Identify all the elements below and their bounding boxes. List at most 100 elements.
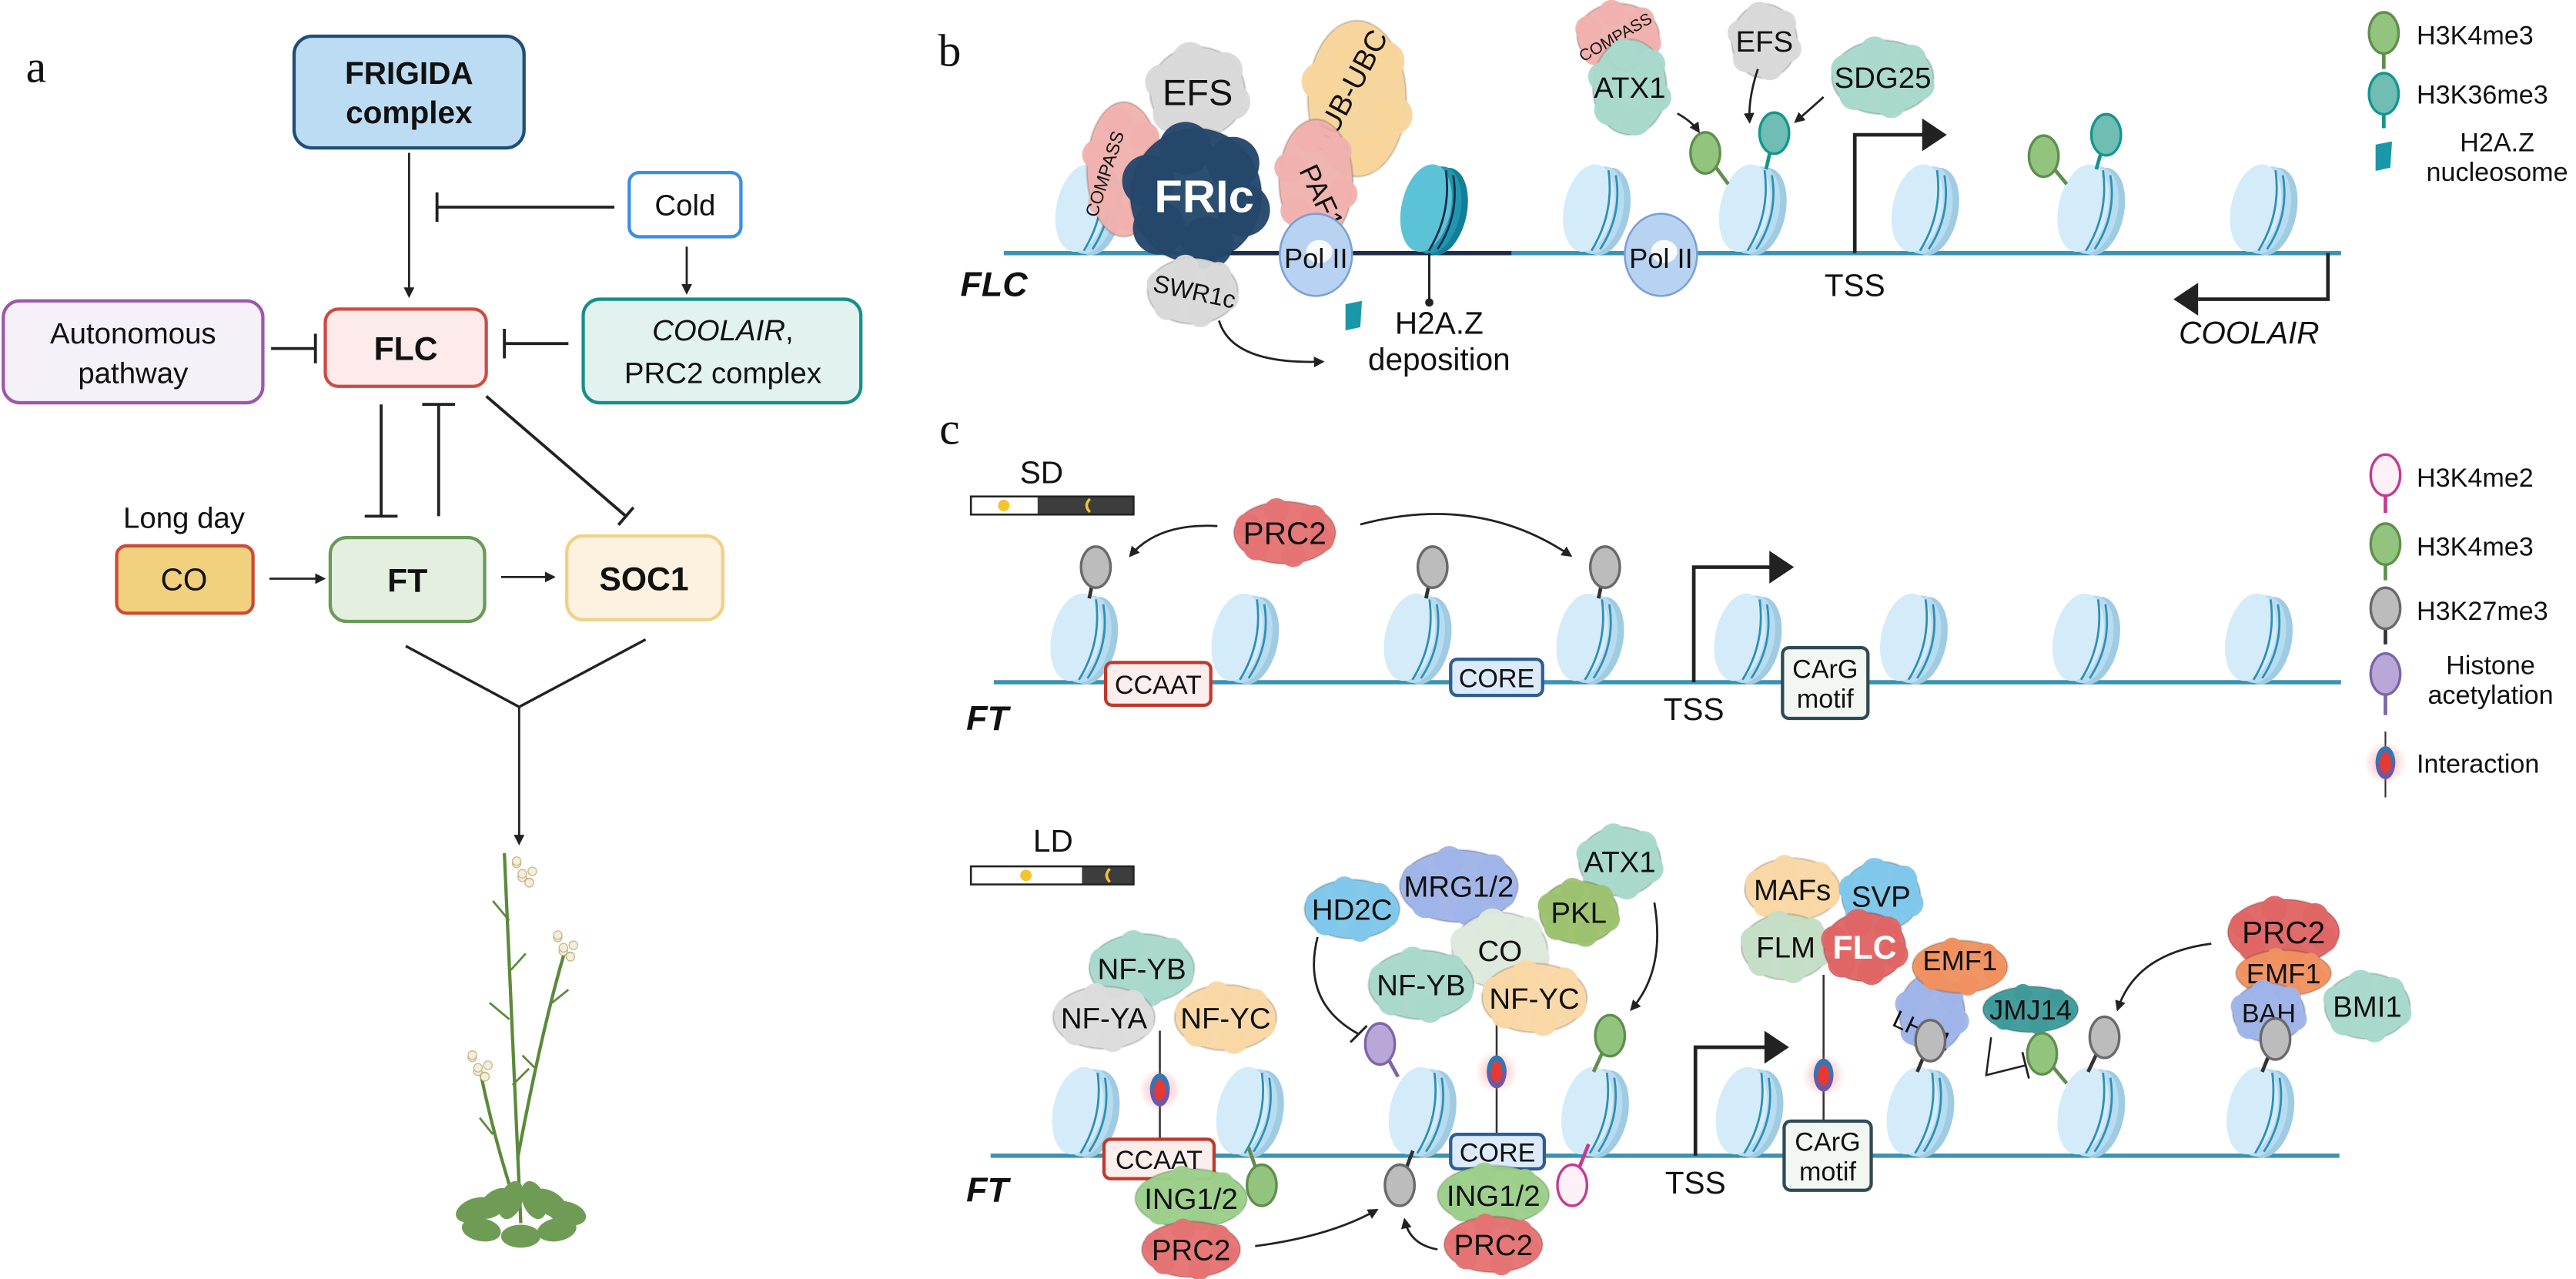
short-day-label: SD — [1020, 455, 1063, 491]
nucleosome — [2225, 593, 2293, 685]
plant-flower — [483, 1060, 493, 1070]
panel-label-c: c — [939, 403, 960, 454]
nucleosome — [1891, 164, 1959, 256]
autonomous-inhibits-flc — [271, 333, 317, 363]
mark-head — [1689, 131, 1721, 175]
protein-label: MRG1/2 — [1403, 871, 1514, 904]
plant-leaf — [489, 1002, 510, 1020]
protein-pol-ii: Pol II — [1624, 213, 1698, 297]
autonomous-label: Autonomous — [50, 317, 216, 350]
plant-stem — [478, 1068, 516, 1201]
protein-label: FRIc — [1154, 171, 1253, 223]
mark-head — [2259, 1016, 2292, 1061]
sdg25-arrow — [1794, 95, 1825, 123]
motif-label: CORE — [1459, 664, 1535, 693]
protein-efs: EFS — [1727, 2, 1802, 81]
ccaat-motif: CCAAT — [1104, 661, 1213, 708]
h3k4me3-mark — [2026, 1032, 2069, 1085]
h3k27me3-mark — [1383, 1150, 1417, 1207]
protein-label: SDG25 — [1835, 62, 1932, 95]
coolair-label: COOLAIR, — [652, 314, 794, 347]
frigida-label: complex — [346, 95, 473, 130]
mark-head — [1556, 1163, 1589, 1207]
rosette-leaf — [498, 1180, 524, 1220]
long-day-label: LD — [1033, 823, 1073, 859]
nucleosome — [1561, 1066, 1629, 1158]
mark-head — [2026, 1032, 2059, 1076]
nucleosome — [1714, 593, 1782, 685]
legend-label: H3K4me3 — [2417, 22, 2534, 51]
protein-nf-yb: NF-YB — [1367, 946, 1475, 1023]
tss-arrow — [1691, 551, 1795, 683]
gene-label-ft: FT — [966, 1171, 1011, 1210]
plant-leaf — [511, 1067, 530, 1086]
legend-label: H3K4me2 — [2417, 464, 2534, 493]
panel-label-b: b — [938, 25, 961, 75]
protein-nf-yb: NF-YB — [1088, 930, 1196, 1006]
cold-inhibits-frigida — [435, 192, 615, 223]
inhibition-bar — [617, 506, 635, 526]
nucleosome — [1050, 593, 1119, 685]
legend-label: H3K36me3 — [2417, 80, 2548, 109]
atx1-arrow — [1677, 112, 1701, 134]
protein-atx1: ATX1 — [1587, 38, 1671, 136]
h2az-icon — [1345, 300, 1363, 331]
plant-flower — [480, 1072, 490, 1082]
prc2-to-h3k27me3-arrow — [1400, 1217, 1438, 1251]
h3k27me3-mark — [1079, 545, 1112, 599]
flc-inhibits-soc1 — [485, 395, 635, 526]
protein-prc2: PRC2 — [1233, 497, 1337, 568]
protein-pkl: PKL — [1537, 878, 1621, 947]
co-box — [115, 544, 255, 615]
protein-label: ATX1 — [1594, 72, 1665, 105]
mark-head — [2369, 453, 2402, 497]
mark-head — [1594, 1013, 1627, 1058]
protein-label: NF-YC — [1489, 983, 1579, 1016]
protein-label: EMF1 — [1922, 945, 1997, 976]
tss-arrow — [1852, 118, 1947, 253]
rosette-leaf — [520, 1180, 547, 1220]
legend-c: H3K4me2H3K4me3H3K27me3Histoneacetylation… — [2417, 464, 2554, 778]
h3k27me3-mark — [2369, 586, 2402, 645]
h3k4me3-mark — [1689, 131, 1730, 186]
soc1-box — [565, 534, 725, 622]
atx1-arrow — [1630, 902, 1658, 1011]
prc2-to-h3k27me3-arrow — [2115, 943, 2212, 1012]
tss-label: TSS — [1665, 1165, 1726, 1200]
moon-icon — [1105, 868, 1111, 883]
mark-head — [1588, 545, 1621, 589]
protein-label: NF-YB — [1097, 953, 1186, 986]
gene-label-ft: FT — [966, 699, 1011, 738]
plant-stem — [516, 949, 567, 1160]
h2az-nucleosome — [1400, 164, 1468, 256]
nucleosome — [2057, 164, 2126, 256]
plant-flower — [558, 943, 569, 953]
plant-flower — [553, 930, 563, 940]
protein-label: JMJ14 — [1989, 994, 2072, 1026]
coolair-comma: , — [785, 314, 794, 347]
interaction-icon — [1802, 1053, 1845, 1097]
nucleosome — [1216, 1066, 1284, 1158]
nucleosome — [2230, 164, 2298, 256]
sun-icon — [1020, 869, 1032, 882]
plant-flower — [527, 866, 537, 876]
nucleosome — [1886, 1066, 1955, 1158]
soc1-label: SOC1 — [599, 561, 688, 598]
nucleosome — [1718, 164, 1787, 256]
mark-head — [2088, 1015, 2121, 1060]
plant-flower — [467, 1050, 477, 1060]
plant-flower — [565, 952, 576, 962]
nucleosome — [2052, 593, 2120, 685]
nucleosome — [1388, 1066, 1457, 1158]
autonomous-pathway-box — [2, 299, 265, 405]
protein-label: EFS — [1163, 72, 1233, 112]
motif-label: CCAAT — [1115, 671, 1202, 700]
protein-swr1c: SWR1c — [1146, 254, 1239, 327]
protein-label: CO — [1477, 935, 1522, 968]
ft-box — [328, 535, 487, 624]
protein-label: MAFs — [1754, 874, 1831, 907]
mark-head — [2027, 134, 2060, 179]
coolair-italic: COOLAIR — [652, 314, 785, 347]
flc-box — [323, 307, 488, 388]
